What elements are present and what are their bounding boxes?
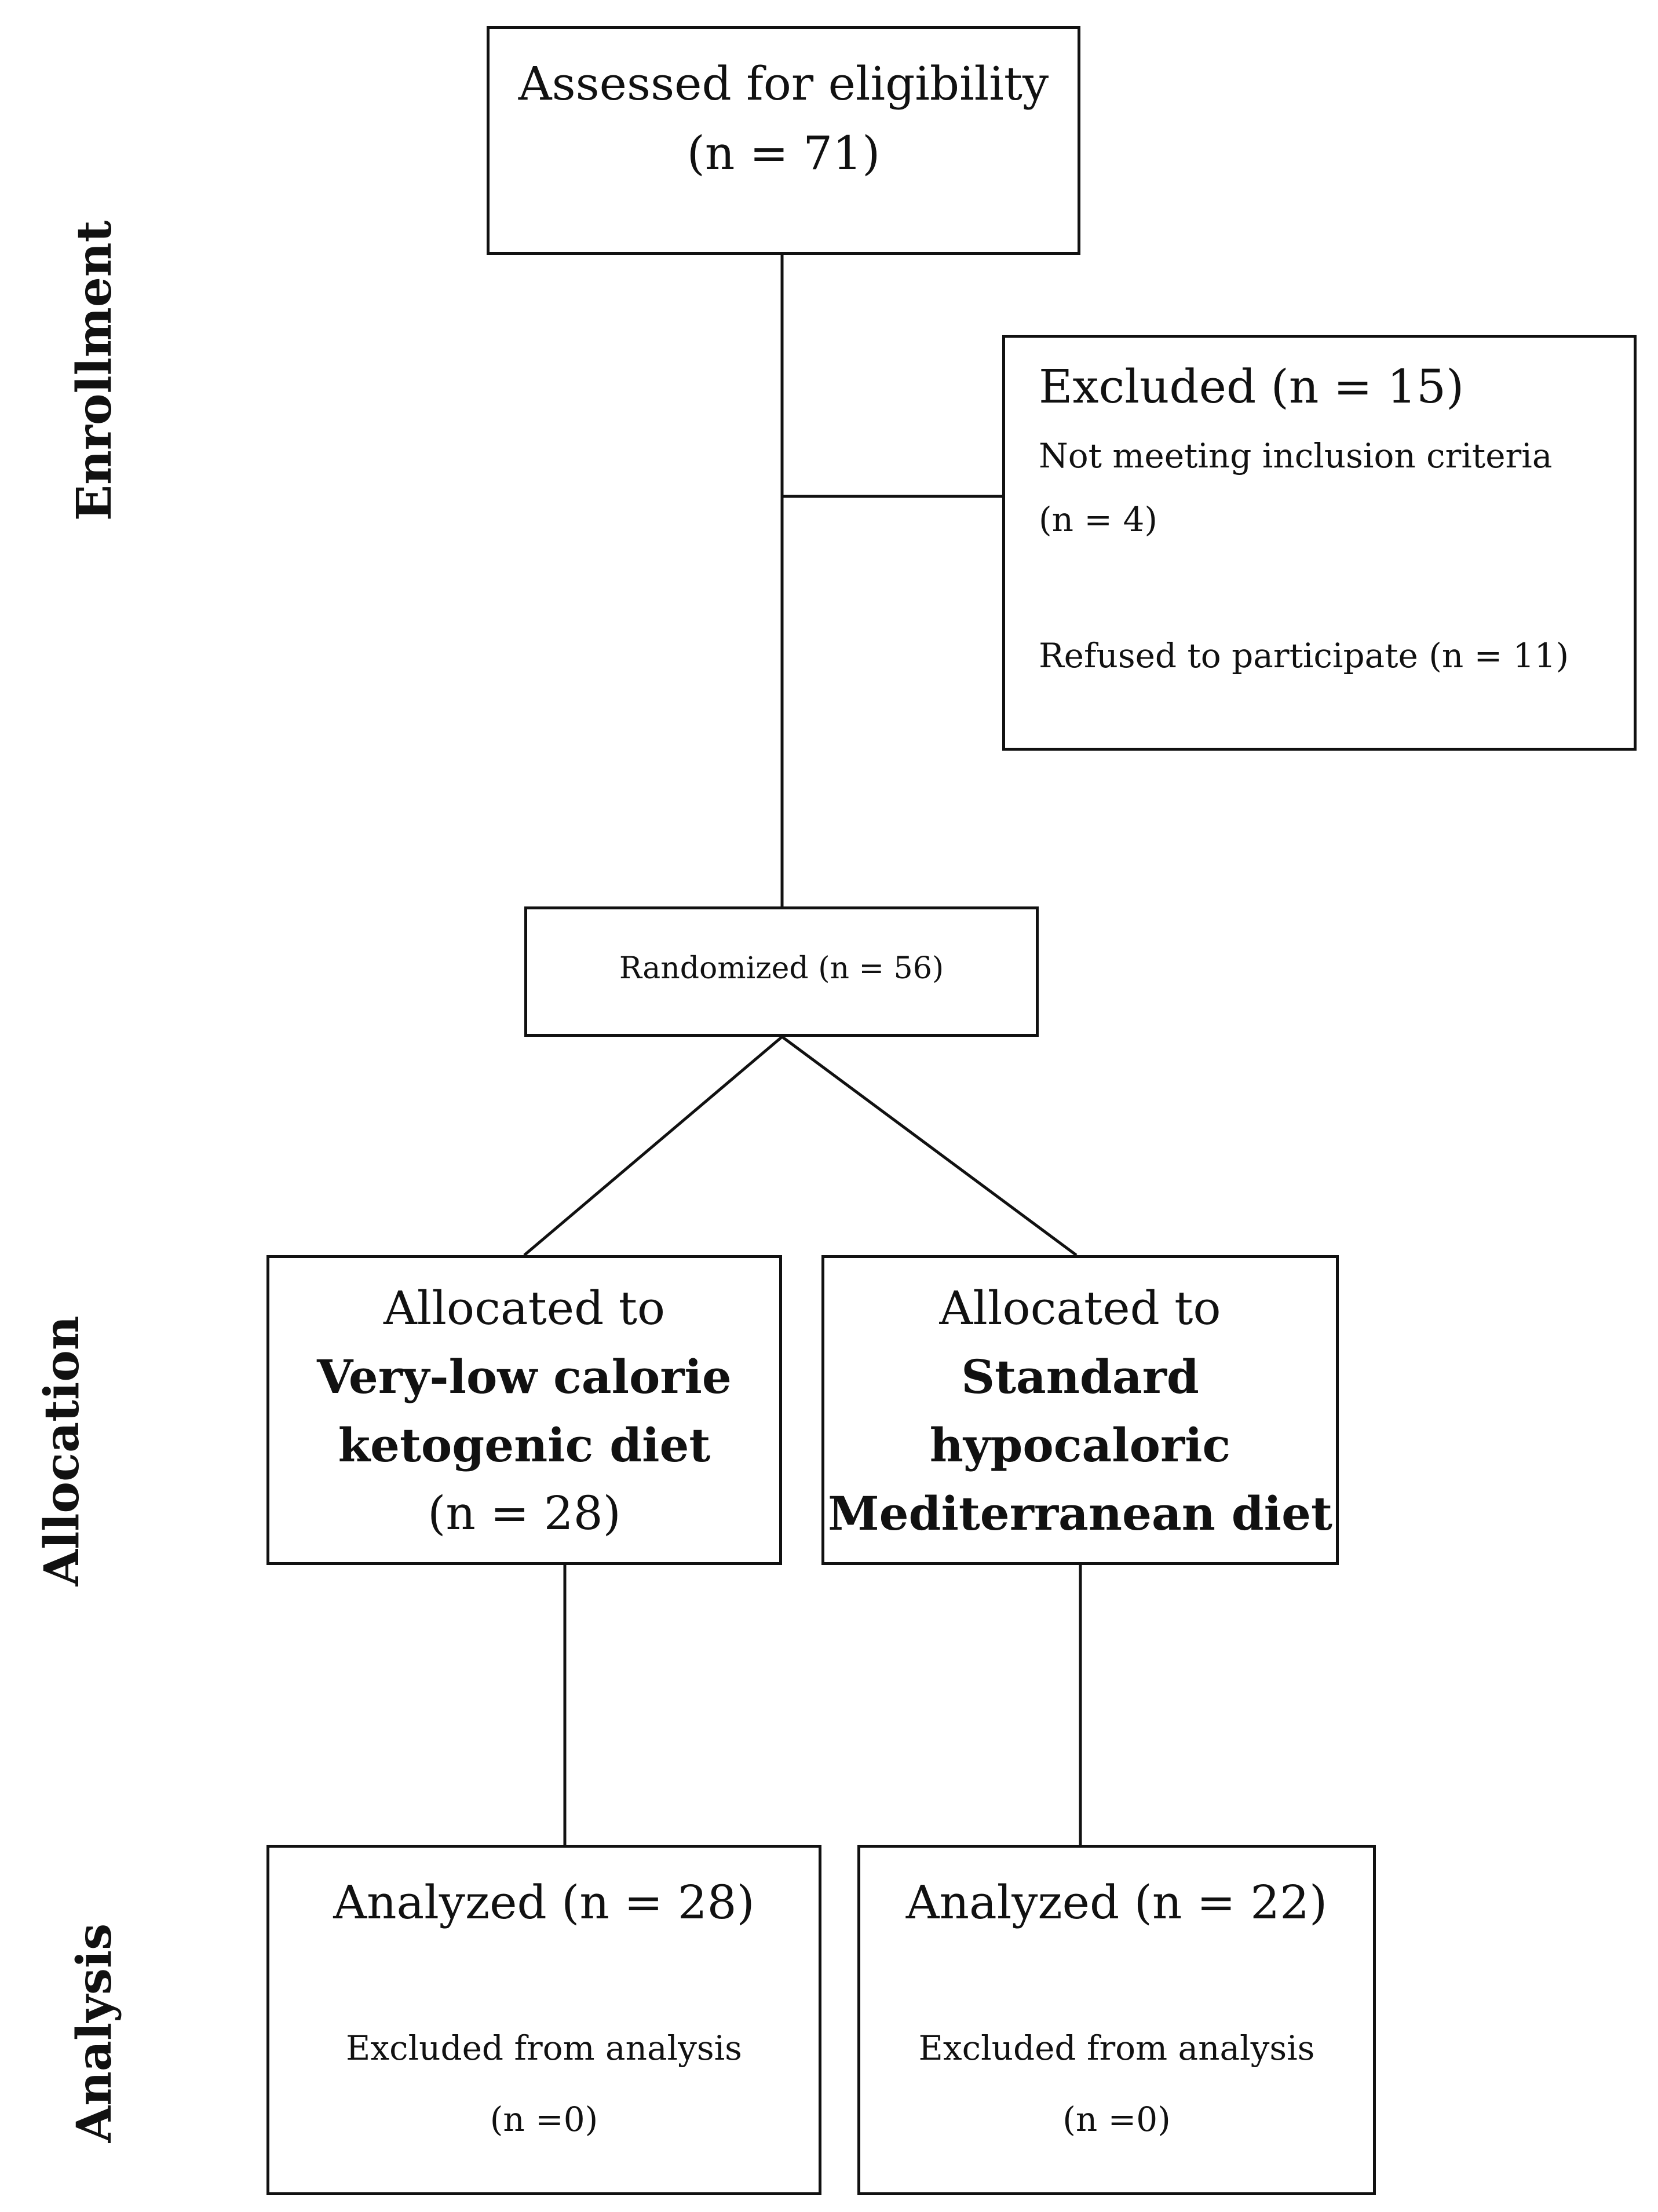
allocation-med-box: Allocated to Standard hypocaloric Medite… (821, 1255, 1339, 1565)
analysis-vlckd-excluded-label: Excluded from analysis (346, 2028, 742, 2068)
analysis-vlckd-box: Analyzed (n = 28) Excluded from analysis… (266, 1845, 821, 2195)
analysis-med-title: Analyzed (n = 22) (905, 1875, 1328, 1929)
assessed-box: Assessed for eligibility (n = 71) (487, 26, 1080, 255)
excluded-reason-criteria-count: (n = 4) (1039, 500, 1157, 539)
excluded-box: Excluded (n = 15) Not meeting inclusion … (1002, 335, 1637, 751)
allocation-vlckd-line2: Very-low calorie (317, 1350, 732, 1404)
analysis-med-excluded-label: Excluded from analysis (918, 2028, 1315, 2068)
stage-label-enrollment: Enrollment (67, 220, 122, 521)
allocation-vlckd-count: (n = 28) (428, 1486, 621, 1540)
connector-randomized-to-med (781, 1035, 1078, 1257)
randomized-label: Randomized (n = 56) (619, 951, 944, 986)
assessed-count: (n = 71) (686, 126, 881, 180)
stage-label-allocation: Allocation (34, 1315, 90, 1586)
excluded-reason-criteria: Not meeting inclusion criteria (1039, 436, 1553, 476)
analysis-med-box: Analyzed (n = 22) Excluded from analysis… (857, 1845, 1376, 2195)
excluded-title: Excluded (n = 15) (1039, 360, 1465, 414)
allocation-med-line1: Allocated to (939, 1281, 1221, 1335)
allocation-med-line4: Mediterranean diet (828, 1486, 1332, 1541)
allocation-vlckd-box: Allocated to Very-low calorie ketogenic … (266, 1255, 782, 1565)
allocation-med-line3: hypocaloric (929, 1418, 1231, 1472)
analysis-med-excluded-count: (n =0) (1062, 2100, 1171, 2139)
analysis-vlckd-title: Analyzed (n = 28) (333, 1875, 755, 1929)
randomized-box: Randomized (n = 56) (524, 906, 1039, 1037)
analysis-vlckd-excluded-count: (n =0) (490, 2100, 598, 2139)
connector-randomized-to-vlckd (523, 1036, 783, 1256)
allocation-med-line2: Standard (961, 1350, 1199, 1404)
allocation-vlckd-line1: Allocated to (383, 1281, 666, 1335)
stage-label-analysis: Analysis (67, 1923, 122, 2143)
assessed-label: Assessed for eligibility (518, 57, 1049, 111)
allocation-vlckd-line3: ketogenic diet (338, 1418, 711, 1472)
excluded-reason-refused: Refused to participate (n = 11) (1039, 636, 1569, 675)
